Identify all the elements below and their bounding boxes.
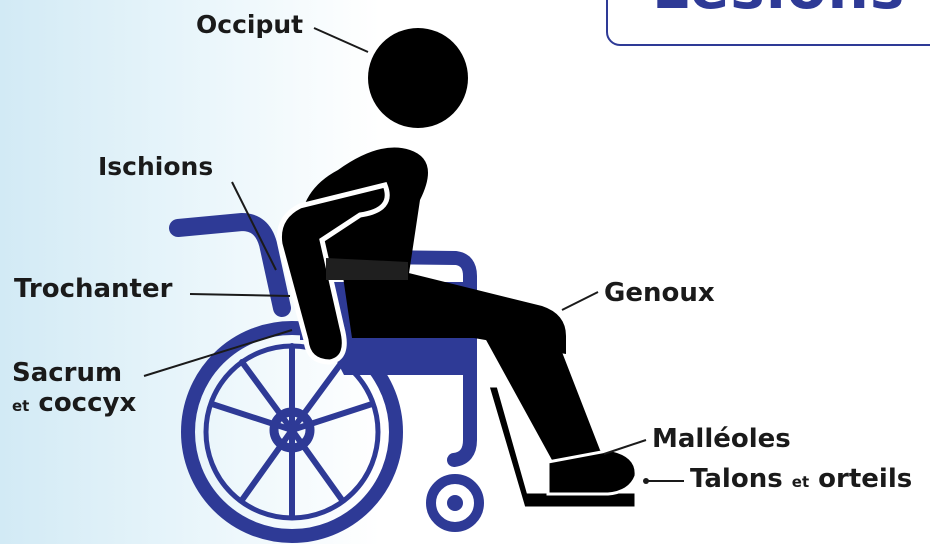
label-trochanter: Trochanter	[14, 276, 172, 302]
label-talons-et: et	[792, 473, 809, 491]
label-ischions: Ischions	[98, 154, 213, 179]
label-orteils: orteils	[818, 464, 912, 494]
person-head	[368, 28, 468, 128]
label-coccyx-prefix: et	[12, 397, 29, 415]
label-talons-orteils: Talons et orteils	[690, 466, 912, 492]
label-talons: Talons	[690, 464, 783, 494]
label-malleoles: Malléoles	[652, 426, 791, 452]
label-occiput: Occiput	[196, 12, 303, 37]
label-genoux: Genoux	[604, 280, 715, 306]
label-sacrum: Sacrum	[12, 360, 122, 386]
label-coccyx-line: et coccyx	[12, 390, 136, 416]
label-coccyx: coccyx	[38, 388, 136, 418]
